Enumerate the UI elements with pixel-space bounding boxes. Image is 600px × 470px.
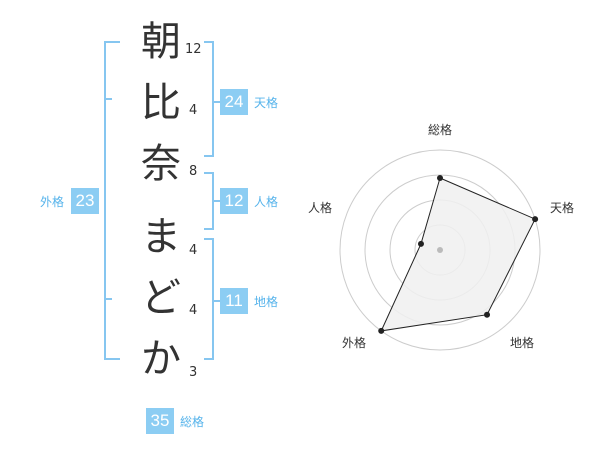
stroke-count-2: 4 <box>189 103 198 118</box>
name-char-5: ど <box>141 275 181 321</box>
radar-polygon <box>380 177 536 332</box>
stroke-count-5: 4 <box>189 303 198 318</box>
radar-point-4 <box>417 240 424 247</box>
stroke-count-6: 3 <box>189 365 198 380</box>
name-char-3: 奈 <box>141 141 181 187</box>
name-char-1: 朝 <box>141 19 181 65</box>
tenkaku-badge: 24 <box>220 89 248 115</box>
radar-points <box>378 175 539 334</box>
radar-point-2 <box>484 311 491 318</box>
radar-label-tenkaku: 天格 <box>550 200 574 215</box>
stroke-count-3: 8 <box>189 164 198 179</box>
name-char-6: か <box>141 336 181 382</box>
jinkaku-label: 人格 <box>254 195 279 209</box>
radar-ring <box>339 149 541 351</box>
soukaku-label: 総格 <box>180 415 205 429</box>
stroke-count-1: 12 <box>185 42 202 57</box>
soukaku-badge: 35 <box>146 408 174 434</box>
gaikaku-badge: 23 <box>71 188 99 214</box>
radar-label-soukaku: 総格 <box>428 122 452 137</box>
radar-label-jinkaku: 人格 <box>308 200 332 215</box>
radar-point-1 <box>532 216 539 223</box>
name-char-2: 比 <box>141 80 181 126</box>
radar-label-chikaku: 地格 <box>510 335 534 350</box>
radar-label-gaikaku: 外格 <box>342 335 366 350</box>
jinkaku-badge: 12 <box>220 188 248 214</box>
stroke-count-4: 4 <box>189 243 198 258</box>
radar-point-0 <box>437 175 443 181</box>
chikaku-badge: 11 <box>220 288 248 314</box>
name-char-4: ま <box>141 214 181 260</box>
radar-center-dot <box>437 247 443 253</box>
tenkaku-label: 天格 <box>254 96 279 110</box>
gaikaku-label: 外格 <box>40 195 65 209</box>
chikaku-label: 地格 <box>254 295 279 309</box>
radar-point-3 <box>378 327 385 334</box>
